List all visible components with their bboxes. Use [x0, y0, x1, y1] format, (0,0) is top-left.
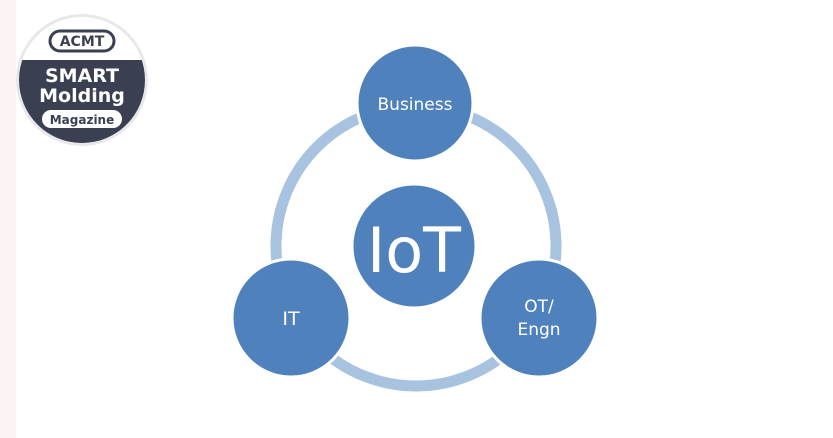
node-business: Business	[355, 43, 475, 163]
node-ot-label-line2: Engn	[517, 320, 560, 340]
logo-band	[19, 60, 145, 108]
node-ot-engn: OT/ Engn	[478, 257, 600, 379]
logo-magazine-text: Magazine	[50, 113, 115, 127]
node-ot-label-line1: OT/	[524, 297, 554, 317]
acmt-smart-molding-logo: ACMT SMART Molding Magazine	[16, 14, 148, 146]
logo-smart-text: SMART	[45, 65, 119, 87]
node-it-label: IT	[282, 308, 300, 330]
node-it: IT	[230, 257, 352, 379]
logo-magazine-pill	[42, 110, 122, 128]
left-margin-strip	[0, 0, 16, 438]
node-it-circle	[230, 257, 352, 379]
center-node-label: IoT	[367, 214, 462, 287]
center-node-iot: IoT	[350, 182, 478, 310]
node-business-circle	[355, 43, 475, 163]
logo-acmt-pill	[48, 29, 116, 53]
node-ot-circle	[478, 257, 600, 379]
node-business-label: Business	[378, 95, 453, 115]
logo-molding-text: Molding	[39, 85, 125, 107]
center-node-circle	[350, 182, 478, 310]
logo-acmt-text: ACMT	[60, 34, 105, 50]
